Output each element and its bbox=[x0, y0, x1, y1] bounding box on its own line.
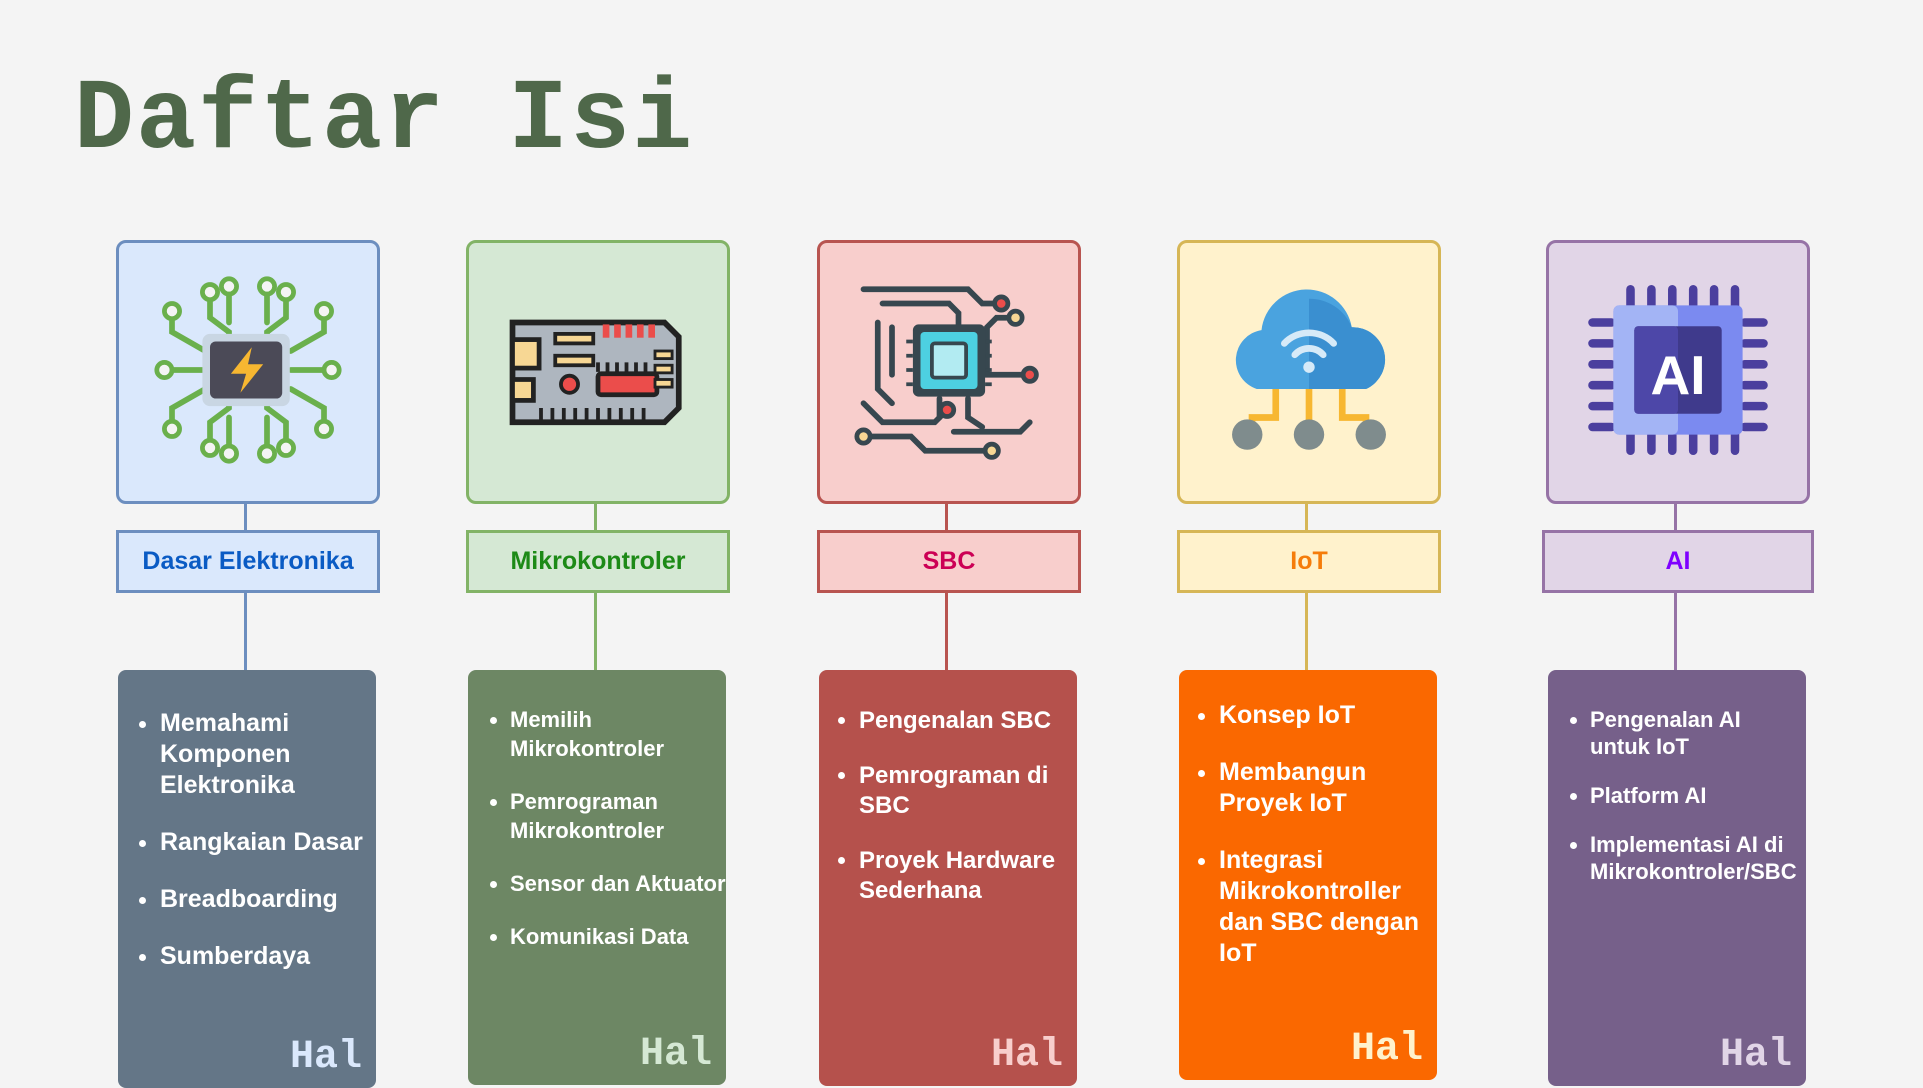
connector-line bbox=[244, 501, 247, 531]
connector-line bbox=[594, 501, 597, 531]
list-item: Implementasi AI di Mikrokontroler/SBC bbox=[1590, 831, 1806, 885]
chip-lightning-icon bbox=[153, 275, 343, 470]
page-ref: Hal bbox=[289, 1035, 362, 1080]
list-item: Memilih Mikrokontroler bbox=[510, 705, 726, 763]
svg-text:AI: AI bbox=[1650, 343, 1705, 405]
connector-line bbox=[945, 501, 948, 531]
page-title: Daftar Isi bbox=[74, 65, 695, 178]
list-item: Konsep IoT bbox=[1219, 700, 1437, 731]
list-item: Proyek Hardware Sederhana bbox=[859, 846, 1077, 906]
list-item: Membangun Proyek IoT bbox=[1219, 757, 1437, 819]
list-item: Pemrograman Mikrokontroler bbox=[510, 787, 726, 845]
section-card: Pengenalan AI untuk IoT Platform AI Impl… bbox=[1548, 670, 1806, 1086]
topic-list: Memilih Mikrokontroler Pemrograman Mikro… bbox=[468, 705, 726, 951]
page-ref: Hal bbox=[990, 1033, 1063, 1078]
list-item: Breadboarding bbox=[160, 884, 376, 915]
list-item: Komunikasi Data bbox=[510, 922, 726, 951]
list-item: Integrasi Mikrokontroller dan SBC dengan… bbox=[1219, 845, 1437, 969]
list-item: Platform AI bbox=[1590, 782, 1806, 809]
section-label: AI bbox=[1542, 530, 1814, 593]
topic-list: Konsep IoT Membangun Proyek IoT Integras… bbox=[1179, 700, 1437, 969]
circuit-board-icon bbox=[503, 275, 693, 470]
section-label: Mikrokontroler bbox=[466, 530, 730, 593]
list-item: Memahami Komponen Elektronika bbox=[160, 708, 376, 801]
section-card: Pengenalan SBC Pemrograman di SBC Proyek… bbox=[819, 670, 1077, 1086]
section-card: Memahami Komponen Elektronika Rangkaian … bbox=[118, 670, 376, 1088]
processor-circuit-icon bbox=[854, 275, 1044, 470]
list-item: Rangkaian Dasar bbox=[160, 827, 376, 858]
section-label: SBC bbox=[817, 530, 1081, 593]
topic-list: Memahami Komponen Elektronika Rangkaian … bbox=[118, 708, 376, 972]
page-ref: Hal bbox=[639, 1032, 712, 1077]
icon-box: AI bbox=[1546, 240, 1810, 504]
page-ref: Hal bbox=[1719, 1033, 1792, 1078]
connector-line bbox=[594, 593, 597, 670]
connector-line bbox=[1305, 501, 1308, 531]
list-item: Sensor dan Aktuator bbox=[510, 869, 726, 898]
cloud-network-icon bbox=[1214, 275, 1404, 470]
connector-line bbox=[1305, 593, 1308, 670]
topic-list: Pengenalan SBC Pemrograman di SBC Proyek… bbox=[819, 706, 1077, 906]
section-card: Memilih Mikrokontroler Pemrograman Mikro… bbox=[468, 670, 726, 1085]
section-card: Konsep IoT Membangun Proyek IoT Integras… bbox=[1179, 670, 1437, 1080]
icon-box bbox=[466, 240, 730, 504]
page-ref: Hal bbox=[1350, 1027, 1423, 1072]
connector-line bbox=[1674, 593, 1677, 670]
list-item: Pengenalan SBC bbox=[859, 706, 1077, 736]
icon-box bbox=[116, 240, 380, 504]
section-label: IoT bbox=[1177, 530, 1441, 593]
icon-box bbox=[817, 240, 1081, 504]
icon-box bbox=[1177, 240, 1441, 504]
section-label: Dasar Elektronika bbox=[116, 530, 380, 593]
connector-line bbox=[244, 593, 247, 670]
list-item: Pemrograman di SBC bbox=[859, 761, 1077, 821]
topic-list: Pengenalan AI untuk IoT Platform AI Impl… bbox=[1548, 706, 1806, 885]
list-item: Sumberdaya bbox=[160, 941, 376, 972]
ai-chip-icon: AI bbox=[1583, 275, 1773, 470]
connector-line bbox=[945, 593, 948, 670]
list-item: Pengenalan AI untuk IoT bbox=[1590, 706, 1806, 760]
connector-line bbox=[1674, 501, 1677, 531]
